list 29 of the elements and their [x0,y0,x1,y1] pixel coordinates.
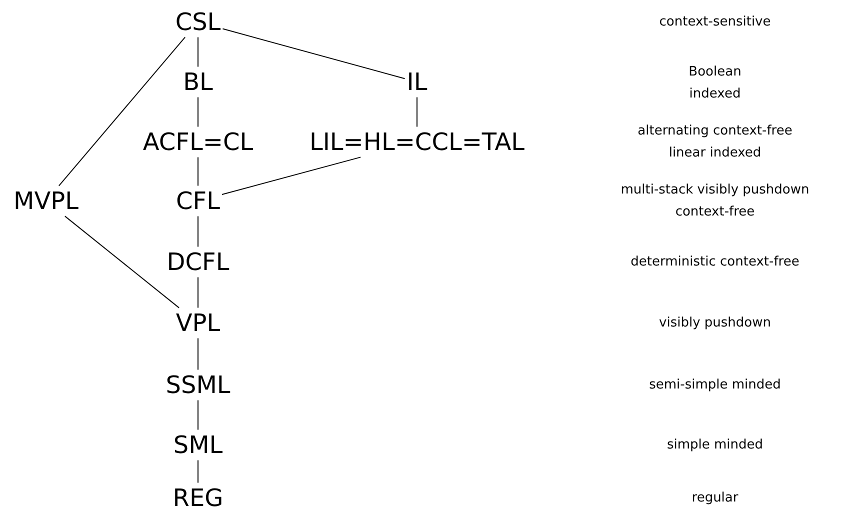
node-label: IL [406,68,428,96]
description-text: deterministic context-free [630,254,800,270]
description-text: visibly pushdown [659,316,771,330]
description-text: context-sensitive [659,14,771,30]
connector-line [221,156,362,196]
connector-line [416,96,418,128]
description-text: context-free [675,204,755,220]
description-text: regular [692,490,738,506]
node-label: MVPL [14,188,78,214]
node-label: SML [173,432,223,458]
node-label: BL [183,68,213,96]
description-text: semi-simple minded [649,378,781,392]
node-label: VPL [176,310,220,336]
node-label: CFL [176,188,220,214]
description-text: multi-stack visibly pushdown [620,182,810,198]
node-label: CSL [175,8,221,36]
description-text: Boolean [688,64,742,80]
node-label: ACFL=CL [142,128,254,156]
connector-line [58,36,186,186]
node-label: LIL=HL=CCL=TAL [309,128,525,156]
node-label: REG [172,484,224,512]
node-label: DCFL [166,248,230,276]
node-label: SSML [166,372,230,398]
connector-line [64,216,180,308]
connector-line [222,28,406,80]
description-text: indexed [689,86,741,102]
description-text: simple minded [666,438,764,452]
description-text: linear indexed [668,146,762,160]
description-text: alternating context-free [638,124,792,138]
